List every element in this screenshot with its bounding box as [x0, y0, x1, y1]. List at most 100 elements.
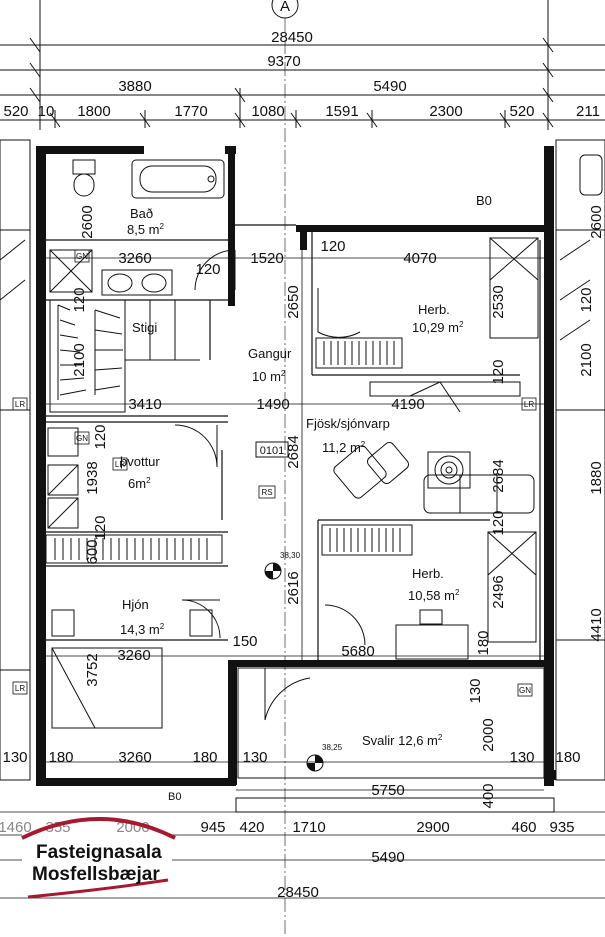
room-name-herb2: Herb. [412, 566, 444, 581]
level-balcony: 38,25 [322, 743, 343, 752]
dim-overall: 28450 [271, 29, 313, 46]
dim-vert: 2100 [578, 343, 595, 376]
stairs [49, 299, 200, 413]
tag-b0: B0 [168, 791, 181, 803]
dim-bottom-right: 5490 [371, 849, 404, 866]
dim-vert: 120 [92, 515, 109, 540]
dim-inner: 130 [2, 749, 27, 766]
room-area-herb2: 10,58 m2 [408, 588, 460, 603]
room-name-svalir: Svalir 12,6 m2 [362, 733, 443, 748]
dim-vert: 2000 [480, 718, 497, 751]
room-area-gangur: 10 m2 [252, 369, 286, 384]
dim-vert: 130 [467, 678, 484, 703]
tag-lr: LR [15, 684, 25, 693]
dim-left-block: 3880 [118, 78, 151, 95]
dim-row3: 1080 [251, 103, 284, 120]
dim-inner: 150 [232, 633, 257, 650]
tag-rs: RS [261, 488, 272, 497]
dim-vert: 4410 [588, 608, 605, 641]
tag-gn: GN [76, 434, 88, 443]
dim-inner: 3260 [117, 647, 150, 664]
room-area-herb1: 10,29 m2 [412, 320, 464, 335]
dim-bottom: 1460 [0, 819, 32, 836]
dim-bottom: 460 [511, 819, 536, 836]
wardrobes [45, 337, 413, 564]
inner-vertical-dims: 2600 120 2100 120 1938 120 600 3752 2650… [71, 205, 605, 808]
dim-inner: 180 [192, 749, 217, 766]
dim-inner: 3260 [118, 250, 151, 267]
dim-vert: 2650 [285, 285, 302, 318]
tags: LR LR LR LR GN GN GN RS 0101 B0 B0 [12, 193, 537, 803]
room-area-fjosk: 11,2 m2 [322, 440, 366, 455]
dim-vert: 2684 [490, 459, 507, 492]
dim-vert: 2600 [79, 205, 96, 238]
dim-vert: 2530 [490, 285, 507, 318]
living-furniture [333, 381, 535, 514]
dim-vert: 120 [490, 510, 507, 535]
dim-bottom: 1710 [292, 819, 325, 836]
room-name-stigi: Stigi [132, 320, 157, 335]
bedroom-furniture [51, 237, 539, 729]
dim-vert: 120 [92, 424, 109, 449]
dim-half: 9370 [267, 53, 300, 70]
axis-marker: A [280, 0, 290, 15]
dim-bottom: 945 [200, 819, 225, 836]
dim-vert: 2600 [588, 205, 605, 238]
room-area-thvottur: 6m2 [128, 476, 151, 491]
room-area-hjon: 14,3 m2 [120, 622, 165, 637]
dim-vert: 1880 [588, 461, 605, 494]
dim-row3: 211 [576, 103, 600, 120]
level-markers: 38,30 38,25 [264, 551, 343, 772]
tag-lr: LR [524, 400, 534, 409]
dim-vert: 2496 [490, 575, 507, 608]
dim-vert: 400 [480, 783, 497, 808]
dim-vert: 120 [578, 287, 595, 312]
dim-row3: 2300 [429, 103, 462, 120]
bathroom-fixtures [49, 159, 236, 296]
dim-vert: 2616 [285, 571, 302, 604]
tag-lr: LR [115, 460, 125, 469]
dim-bottom: 420 [239, 819, 264, 836]
dim-inner: 130 [509, 749, 534, 766]
agency-logo: Fasteignasala Mosfellsbæjar [21, 817, 176, 899]
laundry-fixtures [47, 424, 218, 529]
dim-bottom: 2900 [416, 819, 449, 836]
dim-vert: 600 [84, 539, 101, 564]
room-name-fjosk: Fjösk/sjónvarp [306, 416, 390, 431]
dim-vert: 1938 [84, 461, 101, 494]
dim-bottom: 935 [549, 819, 574, 836]
room-name-bad: Bað [130, 206, 153, 221]
room-name-thvottur: þvottur [120, 454, 160, 469]
dim-row3: 1770 [174, 103, 207, 120]
dim-row3: 520 [509, 103, 534, 120]
dim-inner: 3410 [128, 396, 161, 413]
interior-walls [46, 224, 541, 660]
dim-vert: 120 [71, 287, 88, 312]
room-name-gangur: Gangur [248, 346, 292, 361]
dim-vert: 120 [490, 359, 507, 384]
dim-row3: 1591 [325, 103, 358, 120]
room-name-herb1: Herb. [418, 302, 450, 317]
room-number: 0101 [260, 445, 284, 457]
dim-inner: 120 [320, 238, 345, 255]
dim-row3: 520 [3, 103, 28, 120]
dim-inner: 3260 [118, 749, 151, 766]
dim-vert: 2100 [71, 343, 88, 376]
level-inside: 38,30 [280, 551, 301, 560]
dim-bottom-overall: 28450 [277, 884, 319, 901]
dim-inner: 1520 [250, 250, 283, 267]
dim-inner: 5750 [371, 782, 404, 799]
dim-inner: 5680 [341, 643, 374, 660]
logo-line1: Fasteignasala [36, 842, 162, 863]
dim-vert: 2684 [285, 435, 302, 468]
dim-inner: 180 [48, 749, 73, 766]
dim-vert: 180 [475, 630, 492, 655]
walls [36, 146, 556, 786]
tag-gn: GN [76, 252, 88, 261]
inner-horizontal-dims: 3260 120 1520 120 4070 3410 1490 4190 32… [2, 238, 580, 799]
dim-inner: 4070 [403, 250, 436, 267]
neighbour-units [0, 139, 605, 781]
room-area-bad: 8,5 m2 [127, 222, 165, 237]
